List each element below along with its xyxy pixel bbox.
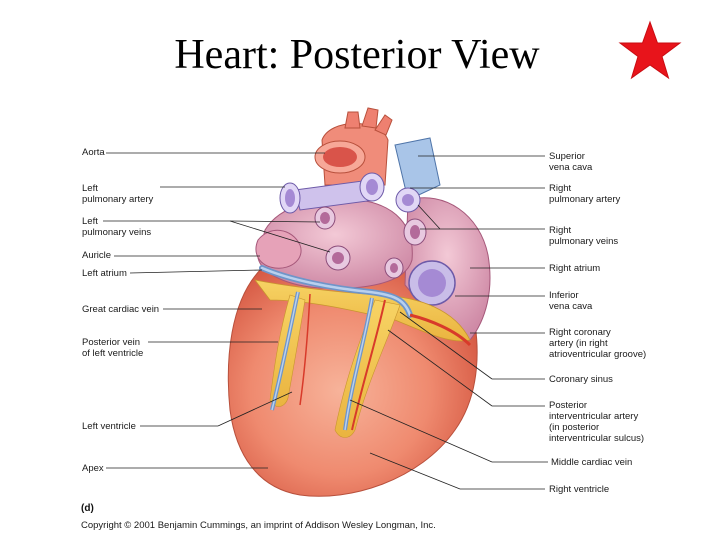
label-posterior-vein: Posterior vein of left ventricle bbox=[82, 337, 144, 359]
label-left-pulmonary-artery: Left pulmonary artery bbox=[82, 183, 154, 205]
label-middle-cardiac-vein: Middle cardiac vein bbox=[551, 457, 633, 468]
leader-lines-right bbox=[349, 155, 548, 490]
label-great-cardiac-vein: Great cardiac vein bbox=[82, 304, 160, 315]
label-inferior-vena-cava: Inferior vena cava bbox=[549, 290, 593, 312]
slide-title: Heart: Posterior View bbox=[174, 32, 540, 78]
label-apex: Apex bbox=[82, 463, 104, 474]
label-left-ventricle: Left ventricle bbox=[82, 421, 136, 432]
label-left-pulmonary-veins: Left pulmonary veins bbox=[82, 216, 152, 238]
copyright-notice: Copyright © 2001 Benjamin Cummings, an i… bbox=[81, 520, 436, 531]
label-left-atrium: Left atrium bbox=[82, 268, 127, 279]
label-right-pulmonary-veins: Right pulmonary veins bbox=[549, 225, 619, 247]
coronary-fat bbox=[254, 279, 471, 342]
superior-vena-cava bbox=[394, 137, 441, 201]
label-right-ventricle: Right ventricle bbox=[549, 484, 610, 495]
star-icon bbox=[618, 20, 682, 80]
leader-lines-left bbox=[103, 152, 331, 469]
label-aorta: Aorta bbox=[82, 147, 105, 158]
label-right-atrium: Right atrium bbox=[549, 263, 601, 274]
label-right-coronary-artery: Right coronary artery (in right atrioven… bbox=[549, 327, 647, 360]
label-superior-vena-cava: Superior vena cava bbox=[549, 151, 593, 173]
label-posterior-interventricular-artery: Posterior interventricular artery (in po… bbox=[549, 400, 645, 444]
panel-letter: (d) bbox=[81, 503, 94, 514]
label-right-pulmonary-artery: Right pulmonary artery bbox=[549, 183, 621, 205]
label-coronary-sinus: Coronary sinus bbox=[549, 374, 613, 385]
label-auricle: Auricle bbox=[82, 250, 112, 261]
